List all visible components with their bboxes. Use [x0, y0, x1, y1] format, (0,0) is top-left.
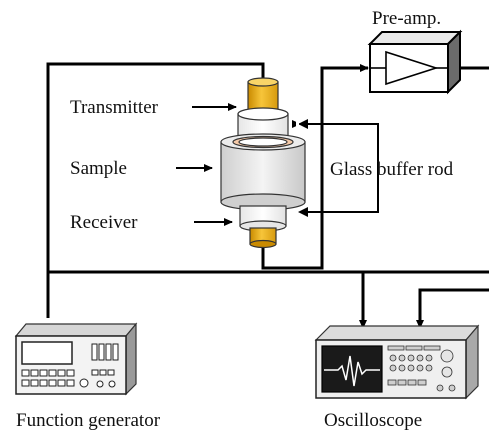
function-generator	[14, 322, 138, 396]
wire-receiver-to-preamp	[261, 64, 369, 270]
scope-controls	[387, 345, 456, 392]
sample-cylinder	[220, 133, 306, 211]
wire-to-scope-ch2	[416, 288, 489, 329]
glass-buffer-rod-label: Glass buffer rod	[330, 159, 454, 180]
generator-keypad	[21, 369, 115, 387]
receiver-label: Receiver	[70, 212, 138, 233]
preamp-label: Pre-amp.	[372, 8, 441, 29]
wire-generator-to-transmitter	[46, 62, 265, 318]
lower-glass-buffer-rod	[239, 205, 287, 232]
generator-digits	[91, 343, 119, 361]
function-generator-label: Function generator	[16, 410, 161, 431]
generator-knobs	[79, 378, 116, 388]
generator-display	[21, 341, 73, 365]
receiver-transducer	[249, 227, 277, 249]
buffer-rod-arrowhead-bottom	[298, 207, 308, 217]
wiring	[46, 62, 489, 329]
preamp-block	[367, 29, 463, 95]
buffer-rod-bracket	[292, 120, 379, 216]
oscilloscope-label: Oscilloscope	[324, 410, 422, 431]
oscilloscope	[314, 324, 480, 400]
label-arrows	[176, 103, 379, 226]
transducer-stack	[220, 77, 306, 249]
buffer-rod-arrowhead-top	[298, 119, 308, 129]
transmitter-label: Transmitter	[70, 97, 159, 118]
scope-waveform	[324, 355, 380, 387]
sample-label: Sample	[70, 158, 127, 179]
